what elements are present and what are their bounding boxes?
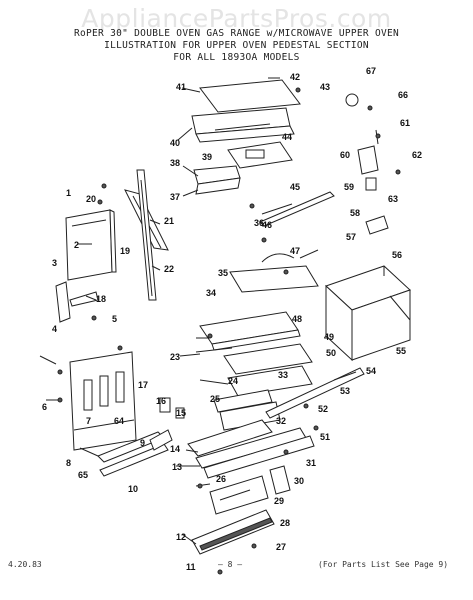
callout-2: 2 bbox=[74, 240, 79, 250]
callout-44: 44 bbox=[282, 132, 292, 142]
callout-21: 21 bbox=[164, 216, 174, 226]
callout-12: 12 bbox=[176, 532, 186, 542]
clips bbox=[149, 397, 185, 451]
callout-25: 25 bbox=[210, 394, 220, 404]
callout-59: 59 bbox=[344, 182, 354, 192]
footer-parts-list-note: (For Parts List See Page 9) bbox=[318, 560, 449, 569]
callout-54: 54 bbox=[366, 366, 376, 376]
callout-36: 36 bbox=[254, 218, 264, 228]
screws bbox=[57, 87, 401, 575]
callout-30: 30 bbox=[294, 476, 304, 486]
callout-8: 8 bbox=[66, 458, 71, 468]
callout-66: 66 bbox=[398, 90, 408, 100]
callout-56: 56 bbox=[392, 250, 402, 260]
callout-3: 3 bbox=[52, 258, 57, 268]
callout-43: 43 bbox=[320, 82, 330, 92]
callout-62: 62 bbox=[412, 150, 422, 160]
callout-18: 18 bbox=[96, 294, 106, 304]
callout-7: 7 bbox=[86, 416, 91, 426]
callout-35: 35 bbox=[218, 268, 228, 278]
small-panel bbox=[193, 165, 241, 195]
callout-63: 63 bbox=[388, 194, 398, 204]
callout-22: 22 bbox=[164, 264, 174, 274]
callout-20: 20 bbox=[86, 194, 96, 204]
callout-26: 26 bbox=[216, 474, 226, 484]
callout-15: 15 bbox=[176, 408, 186, 418]
callout-17: 17 bbox=[138, 380, 148, 390]
footer-page-number: – 8 – bbox=[218, 560, 243, 569]
front-rail bbox=[265, 367, 365, 419]
diagram-title-line-3: FOR ALL 1893OA MODELS bbox=[173, 52, 300, 63]
angle-bracket bbox=[55, 281, 99, 323]
callout-1: 1 bbox=[66, 188, 71, 198]
side-rails bbox=[124, 169, 169, 301]
callout-32: 32 bbox=[276, 416, 286, 426]
callout-14: 14 bbox=[170, 444, 180, 454]
callout-67: 67 bbox=[366, 66, 376, 76]
callout-29: 29 bbox=[274, 496, 284, 506]
lower-side-panel bbox=[69, 351, 137, 451]
callout-51: 51 bbox=[320, 432, 330, 442]
callout-64: 64 bbox=[114, 416, 124, 426]
upper-cover-plate bbox=[191, 79, 301, 143]
callout-10: 10 bbox=[128, 484, 138, 494]
callout-53: 53 bbox=[340, 386, 350, 396]
callout-13: 13 bbox=[172, 462, 182, 472]
igniter-parts bbox=[345, 93, 389, 235]
callout-11: 11 bbox=[186, 562, 196, 572]
support-rod bbox=[259, 191, 335, 227]
callout-19: 19 bbox=[120, 246, 130, 256]
wire-loop bbox=[261, 253, 295, 263]
callout-34: 34 bbox=[206, 288, 216, 298]
callout-5: 5 bbox=[112, 314, 117, 324]
callout-61: 61 bbox=[400, 118, 410, 128]
callout-48: 48 bbox=[292, 314, 302, 324]
callout-4: 4 bbox=[52, 324, 57, 334]
callout-46: 46 bbox=[262, 220, 272, 230]
callout-33: 33 bbox=[278, 370, 288, 380]
callout-31: 31 bbox=[306, 458, 316, 468]
footer-date: 4.20.83 bbox=[8, 560, 42, 569]
callout-40: 40 bbox=[170, 138, 180, 148]
callout-37: 37 bbox=[170, 192, 180, 202]
callout-6: 6 bbox=[42, 402, 47, 412]
callout-labels: 1234567891011121314151617181920212223242… bbox=[42, 66, 422, 572]
callout-16: 16 bbox=[156, 396, 166, 406]
door-side-bracket bbox=[269, 465, 291, 495]
callout-9: 9 bbox=[140, 438, 145, 448]
side-panel bbox=[65, 209, 117, 281]
callout-47: 47 bbox=[290, 246, 300, 256]
microwave-housing bbox=[325, 265, 411, 362]
callout-57: 57 bbox=[346, 232, 356, 242]
watermark: AppliancePartsPros.com bbox=[81, 4, 392, 33]
bracket-tray bbox=[227, 141, 293, 169]
diagram-title-line-1: RoPER 30" DOUBLE OVEN GAS RANGE w/MICROW… bbox=[73, 28, 400, 39]
callout-24: 24 bbox=[228, 376, 238, 386]
callout-52: 52 bbox=[318, 404, 328, 414]
window-glass bbox=[209, 475, 269, 515]
callout-58: 58 bbox=[350, 208, 360, 218]
callout-27: 27 bbox=[276, 542, 286, 552]
callout-39: 39 bbox=[202, 152, 212, 162]
callout-50: 50 bbox=[326, 348, 336, 358]
callout-42: 42 bbox=[290, 72, 300, 82]
callout-60: 60 bbox=[340, 150, 350, 160]
callout-45: 45 bbox=[290, 182, 300, 192]
callout-38: 38 bbox=[170, 158, 180, 168]
callout-55: 55 bbox=[396, 346, 406, 356]
callout-41: 41 bbox=[176, 82, 186, 92]
callout-28: 28 bbox=[280, 518, 290, 528]
callout-49: 49 bbox=[324, 332, 334, 342]
middle-shelf-stack bbox=[195, 265, 319, 431]
callout-65: 65 bbox=[78, 470, 88, 480]
diagram-title-line-2: ILLUSTRATION FOR UPPER OVEN PEDESTAL SEC… bbox=[104, 40, 369, 51]
vent-grille bbox=[191, 509, 275, 555]
callout-23: 23 bbox=[170, 352, 180, 362]
door-trim-stack bbox=[187, 419, 315, 479]
